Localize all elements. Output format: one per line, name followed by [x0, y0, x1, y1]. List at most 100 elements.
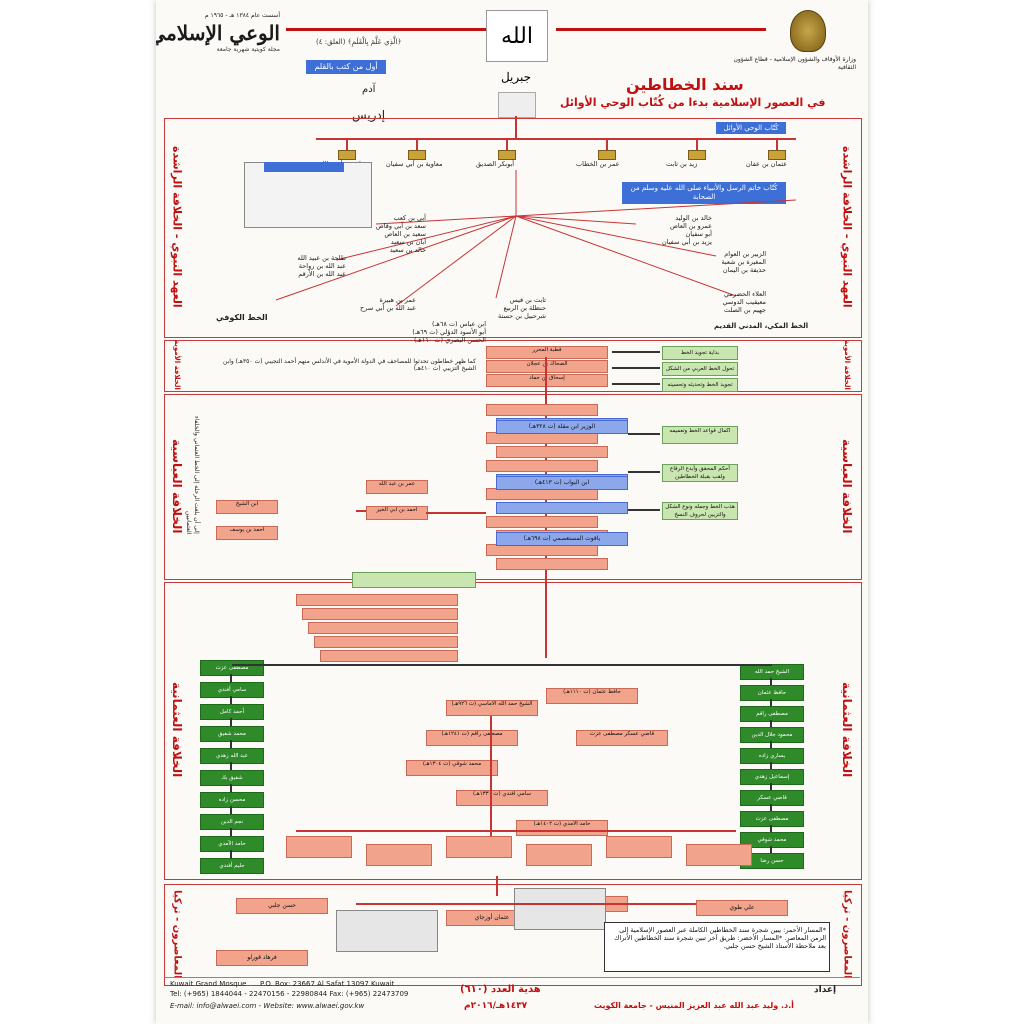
green-link	[770, 783, 772, 790]
ottoman-bottom-writer	[526, 844, 592, 866]
abbasid-key-writer: ياقوت المستعصمي (ت ٦٩٨هـ)	[496, 532, 628, 546]
ottoman-bottom-writer	[686, 844, 752, 866]
footer-date: ١٤٣٧هـ/٢٠١٦م	[464, 1001, 528, 1011]
green-link	[230, 762, 232, 770]
page-subtitle: في العصور الإسلامية بدءا من كُتّاب الوحي…	[560, 96, 826, 109]
top-row-connector	[606, 139, 608, 151]
abbasid-node	[486, 460, 598, 472]
ottoman-bottom-writer	[606, 836, 672, 858]
prophet-companions-box: كُتّاب خاتم الرسل والأنبياء صلى الله علي…	[622, 182, 786, 204]
footer-email[interactable]: E-mail: info@alwaei.com - Website: www.a…	[170, 1002, 365, 1010]
contemporary-note	[514, 888, 606, 930]
umayyad-side-note: تجويد الخط وتحديثه وتحسينه	[662, 378, 738, 392]
jibril-calligraphy: جبريل	[496, 66, 536, 88]
abbasid-side-note: اكمال قواعد الخط وتعميمه	[662, 426, 738, 444]
magazine-tagline: مجلة كويتية شهرية جامعة	[216, 46, 280, 53]
ottoman-bottom-writer	[366, 844, 432, 866]
ottoman-center-trunk	[490, 716, 492, 836]
ottoman-right-writer: إسماعيل زهدي	[740, 769, 804, 785]
radial-line	[515, 199, 797, 217]
companion-name: الزبير بن العوام	[724, 250, 766, 258]
verse: ﴿الَّذِي عَلَّمَ بِالْقَلَمِ﴾ (العلق: ٤)	[316, 38, 402, 46]
ottoman-left-writer: محمد شفيق	[200, 726, 264, 742]
companion-name: عبد الله بن رواحة	[298, 262, 346, 270]
magazine-logo: أسست عام ١٣٨٤ هـ - ١٩٦٥ م الوعي الإسلامي…	[156, 12, 280, 54]
abbasid-side-note: هذب الخط وجمله ونوع الشكل والتزيين لحروف…	[662, 502, 738, 520]
turkish-note: إلى أن بلغت الرحلة إلى الخط العثماني وال…	[185, 416, 200, 534]
jibril-label: جبريل	[500, 70, 532, 84]
abbasid-branch	[356, 510, 366, 512]
prophet-companions-text: كُتّاب خاتم الرسل والأنبياء صلى الله علي…	[630, 184, 778, 201]
umayyad-side-note: بداية تجويد الخط	[662, 346, 738, 360]
ottoman-bottom-writer	[446, 836, 512, 858]
radial-line	[335, 215, 517, 261]
gold-node	[408, 150, 426, 160]
umayyad-box: الضحاك بن عجلان	[486, 360, 608, 373]
contemporary-branch	[356, 903, 696, 905]
era-label-contemporary-left: المعاصرون - تركيا	[171, 889, 183, 979]
radial-line	[375, 215, 517, 225]
green-link	[770, 825, 772, 832]
green-link	[230, 806, 232, 814]
gold-node	[688, 150, 706, 160]
ottoman-left-writer: أحمد كامل	[200, 704, 264, 720]
green-link	[770, 804, 772, 811]
top-row-writer: معاوية بن أبي سفيان	[386, 160, 443, 168]
radial-line	[515, 215, 637, 225]
ottoman-left-writer: حليم أفندي	[200, 858, 264, 874]
gold-node	[338, 150, 356, 160]
era-label-umayyad-right: الخلافة الأموية	[843, 340, 851, 390]
abbasid-branch-writer: ابن الشيخ	[216, 500, 278, 514]
kufic-label: الخط الكوفي	[216, 313, 268, 322]
era-label-umayyad-left: الخلافة الأموية	[173, 340, 181, 390]
abbasid-key-writer: ابن البواب (ت ٤١٣هـ)	[496, 476, 628, 490]
companion-name: ثابت بن قيس	[509, 296, 546, 304]
umayyad-note: كما ظهر خطاطون تحدثوا للمصاحف في الدولة …	[222, 358, 476, 372]
side-arrow	[628, 509, 660, 511]
abbasid-side-note: أحكم المحقق وأبدع الرقاع ولقب بقبلة الخط…	[662, 464, 738, 482]
companion-name: سعيد بن العاص	[384, 230, 426, 238]
ottoman-right-writer: محمود جلال الدين	[740, 727, 804, 743]
ottoman-top-branch	[232, 664, 772, 666]
green-link	[770, 699, 772, 706]
side-arrow	[612, 383, 660, 385]
top-row-connector	[416, 139, 418, 151]
allah-calligraphy: الله	[486, 10, 548, 62]
top-row-connector	[506, 139, 508, 151]
companion-name: أبان بن سعيد	[390, 238, 426, 246]
magazine-name: الوعي الإسلامي	[156, 21, 280, 45]
green-link	[230, 850, 232, 858]
companion-name: عبد الله بن الأرقم	[298, 270, 346, 278]
top-row-connector	[696, 139, 698, 151]
ottoman-right-writer: مصطفى عزت	[740, 811, 804, 827]
contemporary-trunk	[496, 876, 498, 896]
gold-node	[598, 150, 616, 160]
companion-name: عبد الله بن أبي سرح	[360, 304, 416, 312]
companion-name: أبي بن كعب	[393, 214, 426, 222]
ottoman-node	[308, 622, 458, 634]
era-band-prophetic	[164, 118, 862, 338]
companion-name: عمرو بن العاص	[669, 222, 712, 230]
ottoman-right-writer: الشيخ حمد الله	[740, 664, 804, 680]
companion-name: سعد بن أبي وقاص	[375, 222, 426, 230]
legend-text: *المسار الأحمر: يبين شجرة سند الخطاطين ا…	[614, 926, 826, 950]
umayyad-side-note: تحول الخط العربي من الشكل الكوفي	[662, 362, 738, 376]
radial-line	[515, 215, 717, 257]
ottoman-center-writer: الشيخ حمد الله الأماسي (ت ٩٢٦هـ)	[446, 700, 538, 716]
side-arrow	[612, 367, 660, 369]
footer-tel: Tel: (+965) 1844044 - 22470156 - 2298084…	[170, 990, 409, 998]
header-rule-right	[556, 28, 766, 31]
companion-name: حنظلة بن الربيع	[503, 304, 546, 312]
first-writer-label: أول من كتب بالقلم	[306, 60, 386, 74]
companion-name: معيقيب الدوسي	[722, 298, 766, 306]
abbasid-branch-writer: عمر بن عبد الله	[366, 480, 428, 494]
magazine-founded: أسست عام ١٣٨٤ هـ - ١٩٦٥ م	[204, 12, 280, 19]
radial-lines	[275, 170, 797, 307]
ottoman-center-writer: مصطفى راقم (ت ١٢٤١هـ)	[426, 730, 518, 746]
era-band-ottoman	[164, 582, 862, 880]
footer-gift: هدية العدد (٦١٠)	[460, 984, 541, 995]
poster: أسست عام ١٣٨٤ هـ - ١٩٦٥ م الوعي الإسلامي…	[156, 0, 868, 1024]
ottoman-left-writer: حامد الآمدي	[200, 836, 264, 852]
